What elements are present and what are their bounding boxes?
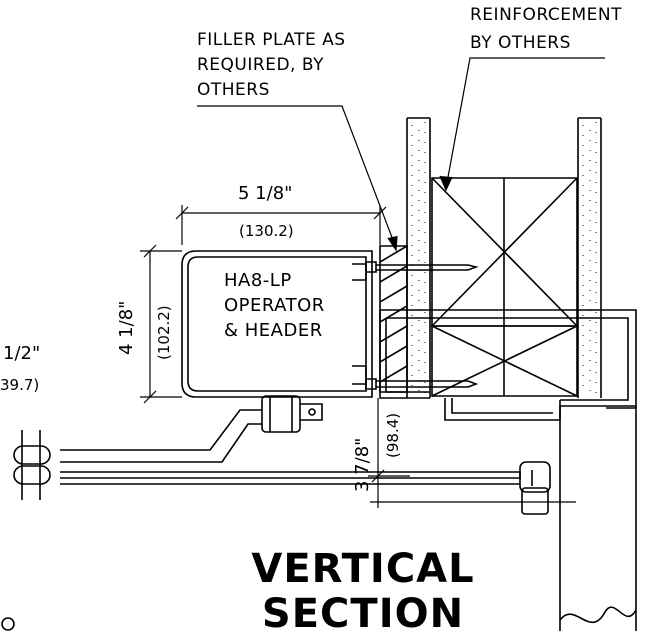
screw-upper [366,262,476,272]
dimension-partial-imperial: 1/2" [3,343,41,364]
dimension-height-imperial: 4 1/8" [116,300,137,355]
drawing-title-line1: VERTICAL [251,546,475,592]
dimension-height [140,245,182,403]
operator-arm [60,396,550,514]
leader-reinforcement [440,58,605,190]
partial-circle [2,618,14,630]
filler-plate [380,246,407,392]
screw-lower [366,379,476,389]
door-jamb [560,406,636,631]
reinforcement-block-lower [432,326,577,396]
wall-right-drywall [578,118,601,398]
arm-end-left [14,430,50,500]
reinforcement-block-upper [432,178,577,326]
dimension-height-metric: (102.2) [155,305,173,360]
drawing-title-line2: SECTION [261,591,465,637]
dimension-width [176,205,386,245]
note-filler-line2: REQUIRED, BY [197,55,324,75]
note-reinforcement-line1: REINFORCEMENT [470,5,623,25]
dimension-offset [368,398,576,508]
dimension-partial-metric: 39.7) [0,376,40,394]
dimension-width-metric: (130.2) [239,222,294,240]
note-filler-line3: OTHERS [197,80,270,100]
operator-header-housing [182,251,372,397]
note-reinforcement-line2: BY OTHERS [470,33,571,53]
operator-label-line1: HA8-LP [224,270,292,291]
dimension-offset-imperial: 3 7/8" [352,437,373,492]
note-filler-line1: FILLER PLATE AS [197,30,346,50]
dimension-offset-metric: (98.4) [384,412,402,458]
dimension-width-imperial: 5 1/8" [238,183,293,204]
operator-label-line3: & HEADER [224,320,323,341]
operator-label-line2: OPERATOR [224,295,325,316]
drywall-stipple [412,122,596,395]
leader-filler-plate [197,106,397,250]
